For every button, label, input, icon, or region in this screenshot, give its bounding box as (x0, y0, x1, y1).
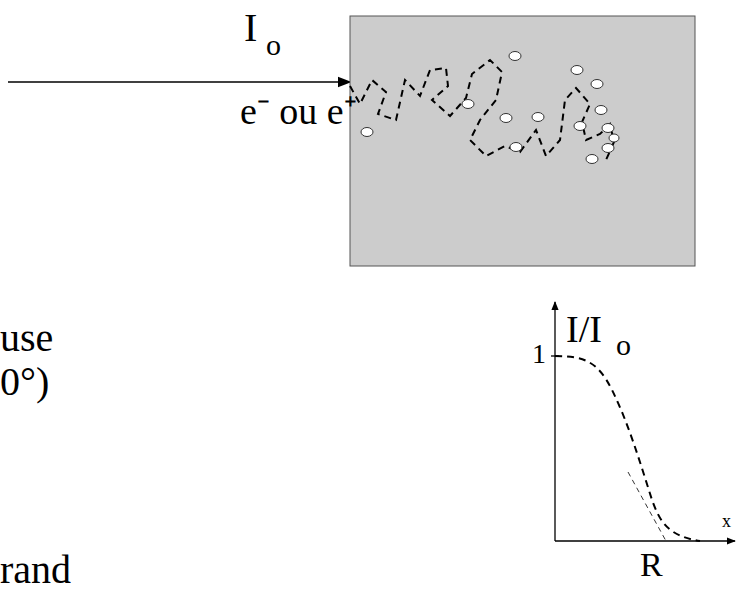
atoms (361, 52, 619, 164)
tangent-line (628, 472, 666, 541)
electron-path (350, 60, 614, 160)
x-axis (555, 540, 735, 541)
axis-label: R (640, 548, 663, 582)
partial-text: rand (0, 550, 71, 590)
incident-beam (8, 81, 350, 83)
y-axis (554, 302, 555, 541)
axis-label: x (722, 512, 731, 530)
subscript: o (616, 330, 631, 360)
axis-tick-label: 1 (532, 340, 546, 368)
axis-label: I/I (566, 310, 602, 348)
intensity-symbol: I (244, 8, 257, 48)
material-block (350, 16, 695, 266)
partial-text: use (0, 318, 53, 358)
particle-label: e⁻ ou e⁺ (240, 92, 357, 130)
subscript: o (266, 30, 281, 60)
transmission-curve (555, 356, 700, 541)
partial-text: 0°) (0, 362, 49, 402)
